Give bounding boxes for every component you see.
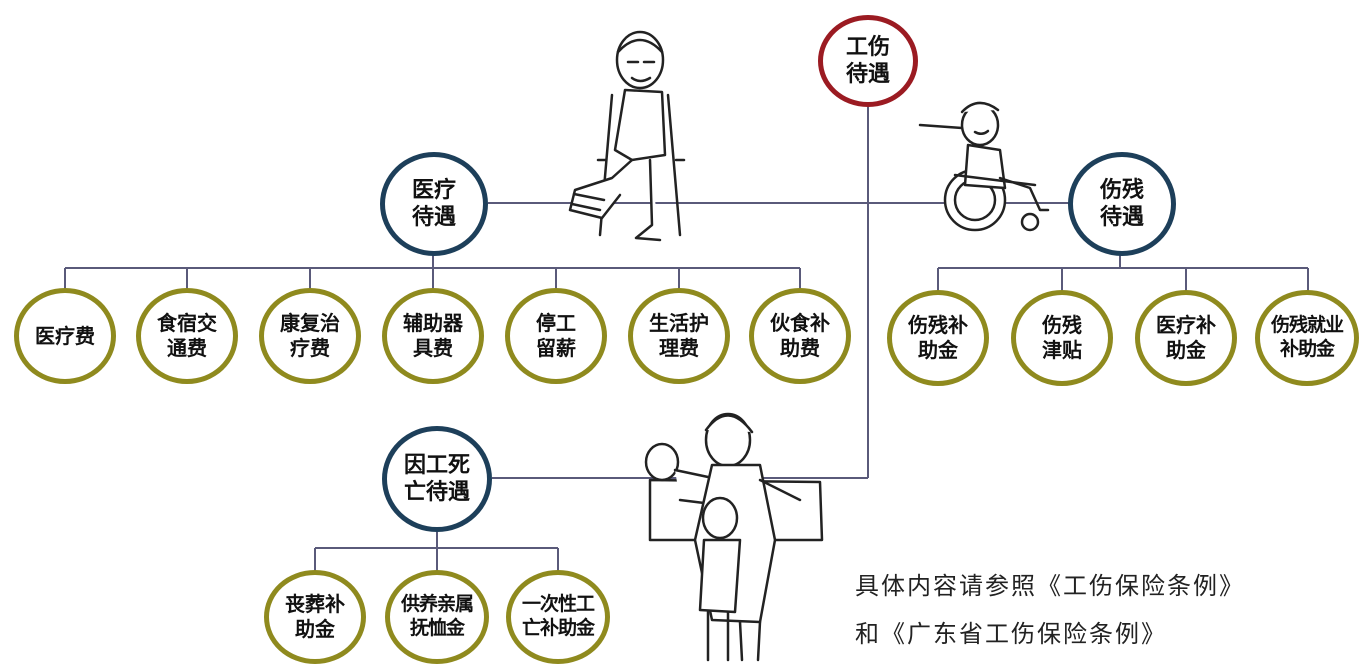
death-item-node: 丧葬补 助金 <box>264 570 366 664</box>
medical-category-node: 医疗 待遇 <box>380 152 488 256</box>
medical-item-node: 食宿交 通费 <box>136 288 238 384</box>
disability-category-node: 伤残 待遇 <box>1068 152 1176 256</box>
disability-item-node: 医疗补 助金 <box>1135 290 1237 386</box>
reference-note-line2: 和《广东省工伤保险条例》 <box>855 620 1167 648</box>
wheelchair-illustration <box>918 101 1050 232</box>
reference-note-line1: 具体内容请参照《工伤保险条例》 <box>855 572 1245 600</box>
disability-item-node: 伤残补 助金 <box>887 290 989 386</box>
root-node: 工伤 待遇 <box>818 15 918 107</box>
death-category-node: 因工死 亡待遇 <box>382 426 492 532</box>
medical-item-node: 生活护 理费 <box>628 288 730 384</box>
medical-item-node: 辅助器 具费 <box>382 288 484 384</box>
medical-item-node: 伙食补 助费 <box>749 288 851 384</box>
death-item-node: 供养亲属 抚恤金 <box>385 570 489 664</box>
injured-worker-illustration <box>568 30 686 242</box>
disability-item-node: 伤残就业 补助金 <box>1255 290 1359 386</box>
medical-item-node: 医疗费 <box>14 288 116 384</box>
disability-item-node: 伤残 津贴 <box>1011 290 1113 386</box>
medical-item-node: 康复治 疗费 <box>259 288 361 384</box>
medical-item-node: 停工 留薪 <box>505 288 607 384</box>
grieving-family-illustration <box>644 412 824 662</box>
death-item-node: 一次性工 亡补助金 <box>506 570 610 664</box>
